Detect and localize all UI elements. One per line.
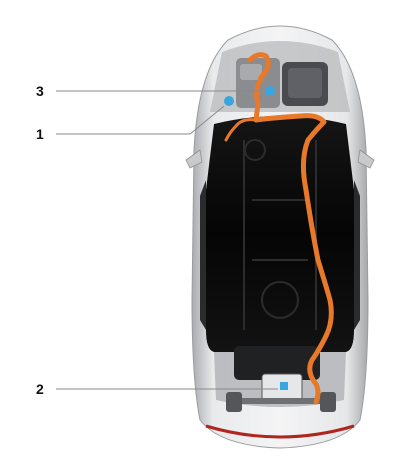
- rear-left-wheel: [226, 392, 242, 412]
- callout-label-2: 2: [36, 381, 44, 397]
- rear-right-wheel: [320, 392, 336, 412]
- rear-motor-unit: [234, 346, 320, 380]
- hv-cable-branch: [224, 118, 258, 142]
- component-3-marker: [265, 86, 275, 96]
- leader-line-1: [56, 105, 225, 135]
- left-mirror: [185, 149, 203, 169]
- callout-label-1: 1: [36, 126, 44, 142]
- inverter-cover: [240, 64, 262, 80]
- motor-housing: [288, 68, 322, 98]
- left-window: [200, 180, 206, 330]
- right-mirror: [357, 149, 375, 169]
- chassis-structure: [243, 139, 317, 330]
- component-2-marker: [280, 382, 288, 390]
- component-1-marker: [224, 96, 234, 106]
- callout-label-3: 3: [36, 83, 44, 99]
- rear-axle: [226, 398, 336, 404]
- hv-cable: [247, 52, 334, 405]
- tail-light: [205, 424, 355, 439]
- right-window: [354, 180, 360, 330]
